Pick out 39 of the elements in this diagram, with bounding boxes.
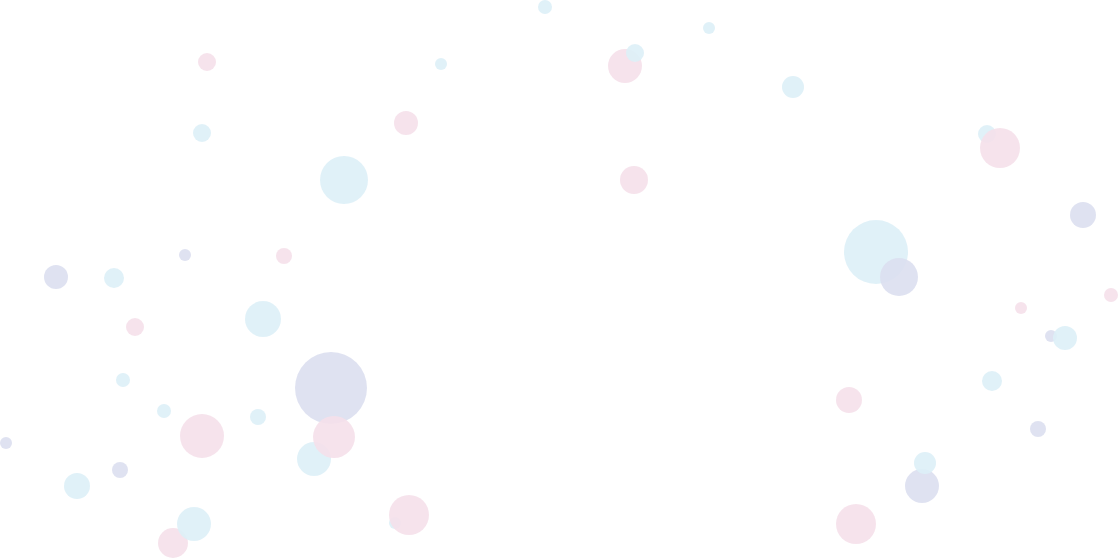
bubble <box>112 462 128 478</box>
bubble <box>177 507 211 541</box>
bubble <box>880 258 918 296</box>
bubble <box>320 156 368 204</box>
bubble <box>626 44 644 62</box>
bubble <box>158 528 188 558</box>
bubble <box>104 268 124 288</box>
bubble <box>836 504 876 544</box>
bubble <box>836 387 862 413</box>
bubble <box>394 111 418 135</box>
bubble <box>0 437 12 449</box>
bubble <box>180 414 224 458</box>
bubble <box>295 352 367 424</box>
bubble <box>245 301 281 337</box>
bubble <box>179 249 191 261</box>
bubble <box>435 58 447 70</box>
bubble <box>44 265 68 289</box>
bubble <box>782 76 804 98</box>
bubble <box>703 22 715 34</box>
bubble <box>905 469 939 503</box>
bubble <box>64 473 90 499</box>
bubble <box>1030 421 1046 437</box>
bubble <box>157 404 171 418</box>
bubble <box>1015 302 1027 314</box>
bubble <box>198 53 216 71</box>
bubble <box>1053 326 1077 350</box>
bubble <box>193 124 211 142</box>
bubble <box>116 373 130 387</box>
bubble <box>126 318 144 336</box>
bubble <box>313 416 355 458</box>
bubble <box>914 452 936 474</box>
bubble <box>620 166 648 194</box>
bubble <box>538 0 552 14</box>
bubble <box>1104 288 1118 302</box>
bubble <box>389 495 429 535</box>
bubble <box>250 409 266 425</box>
bubble <box>982 371 1002 391</box>
bubble <box>1070 202 1096 228</box>
bubble <box>276 248 292 264</box>
